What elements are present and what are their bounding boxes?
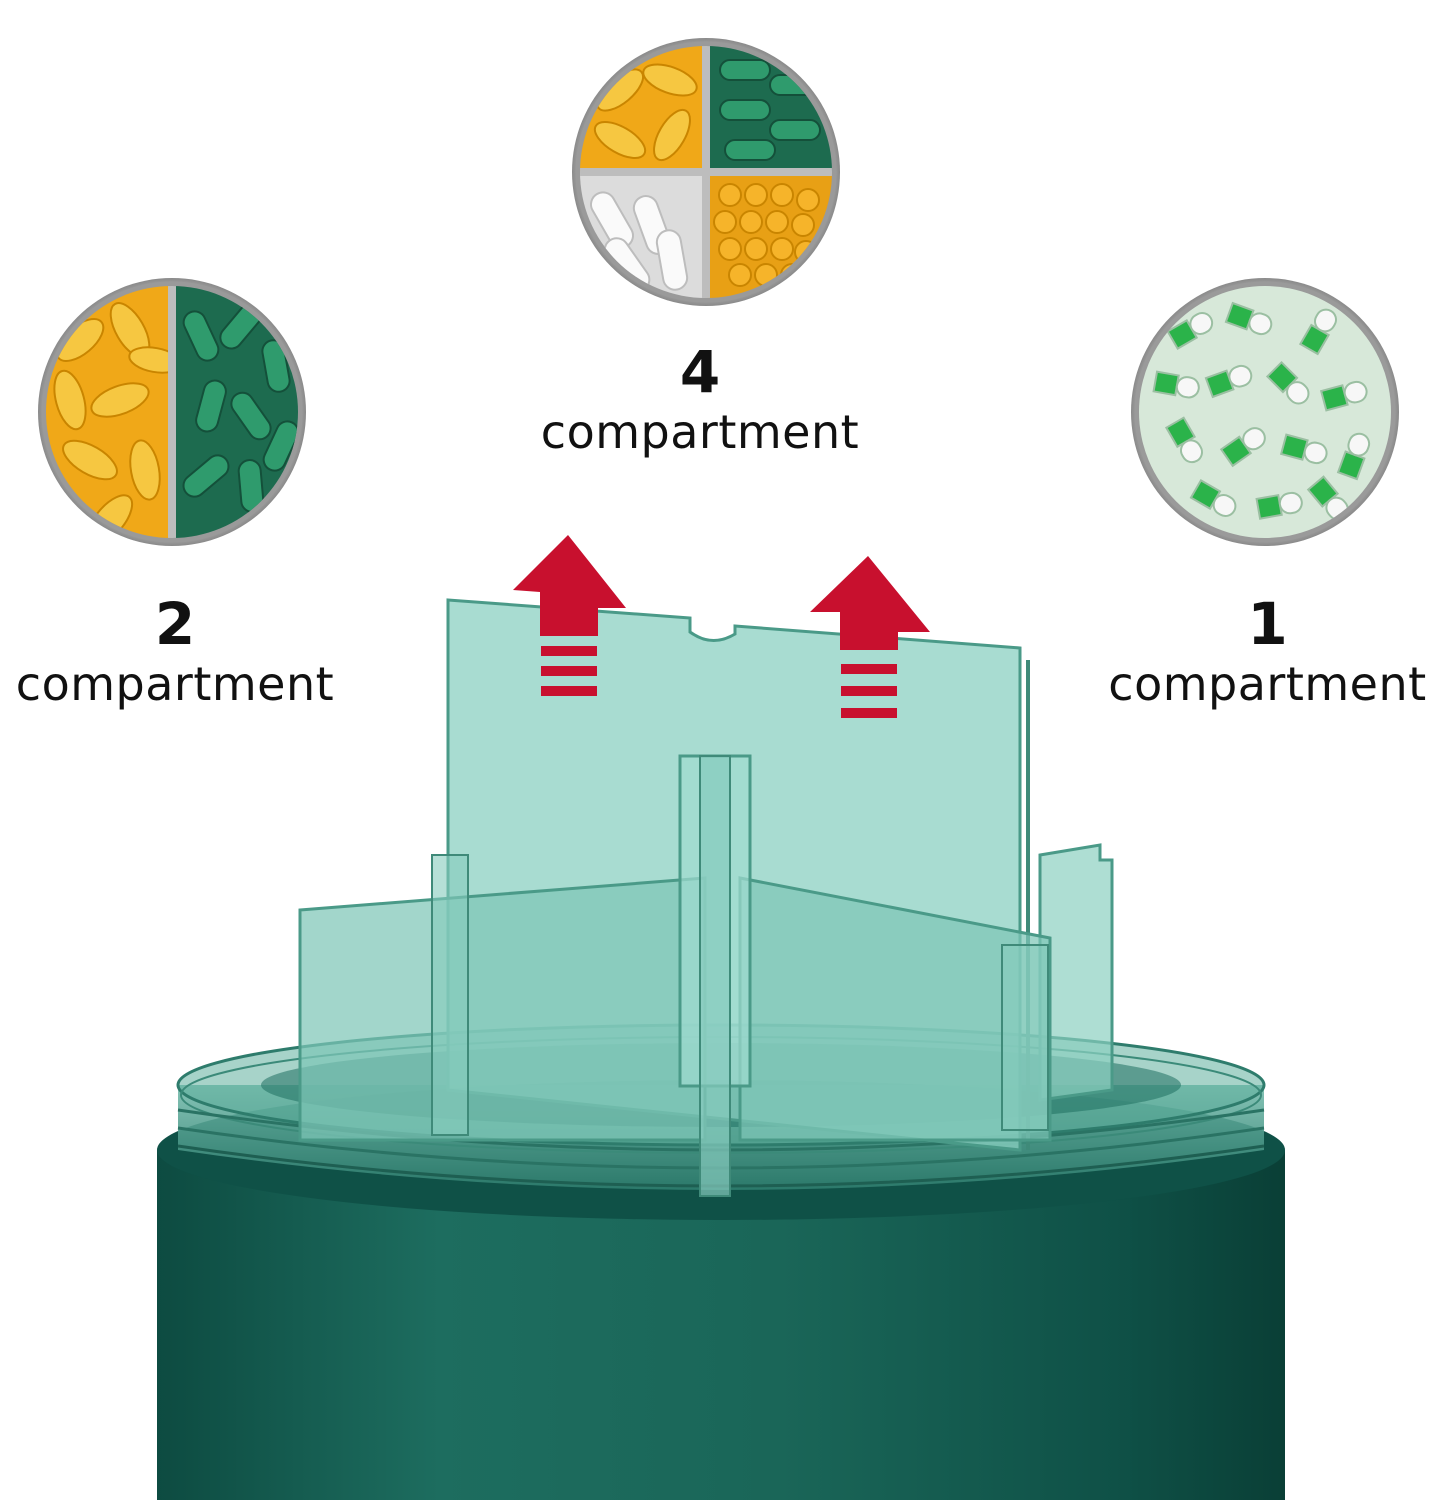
four-compartment-tray [572, 38, 840, 306]
compartment-unit: compartment [15, 657, 335, 711]
compartment-count: 4 [679, 338, 721, 406]
arrow-up-icon [513, 535, 626, 696]
one-compartment-label: 1 compartment [1095, 592, 1438, 712]
compartment-unit: compartment [1108, 657, 1427, 711]
two-compartment-label: 2 compartment [0, 592, 350, 712]
compartment-unit: compartment [540, 405, 860, 459]
four-compartment-label: 4 compartment [520, 340, 880, 460]
compartment-dividers [298, 598, 1114, 1197]
compartment-count: 1 [1247, 590, 1288, 658]
compartment-count: 2 [154, 590, 196, 658]
two-compartment-tray [38, 278, 306, 546]
arrow-up-icon [810, 556, 930, 718]
one-compartment-tray [1131, 278, 1399, 546]
